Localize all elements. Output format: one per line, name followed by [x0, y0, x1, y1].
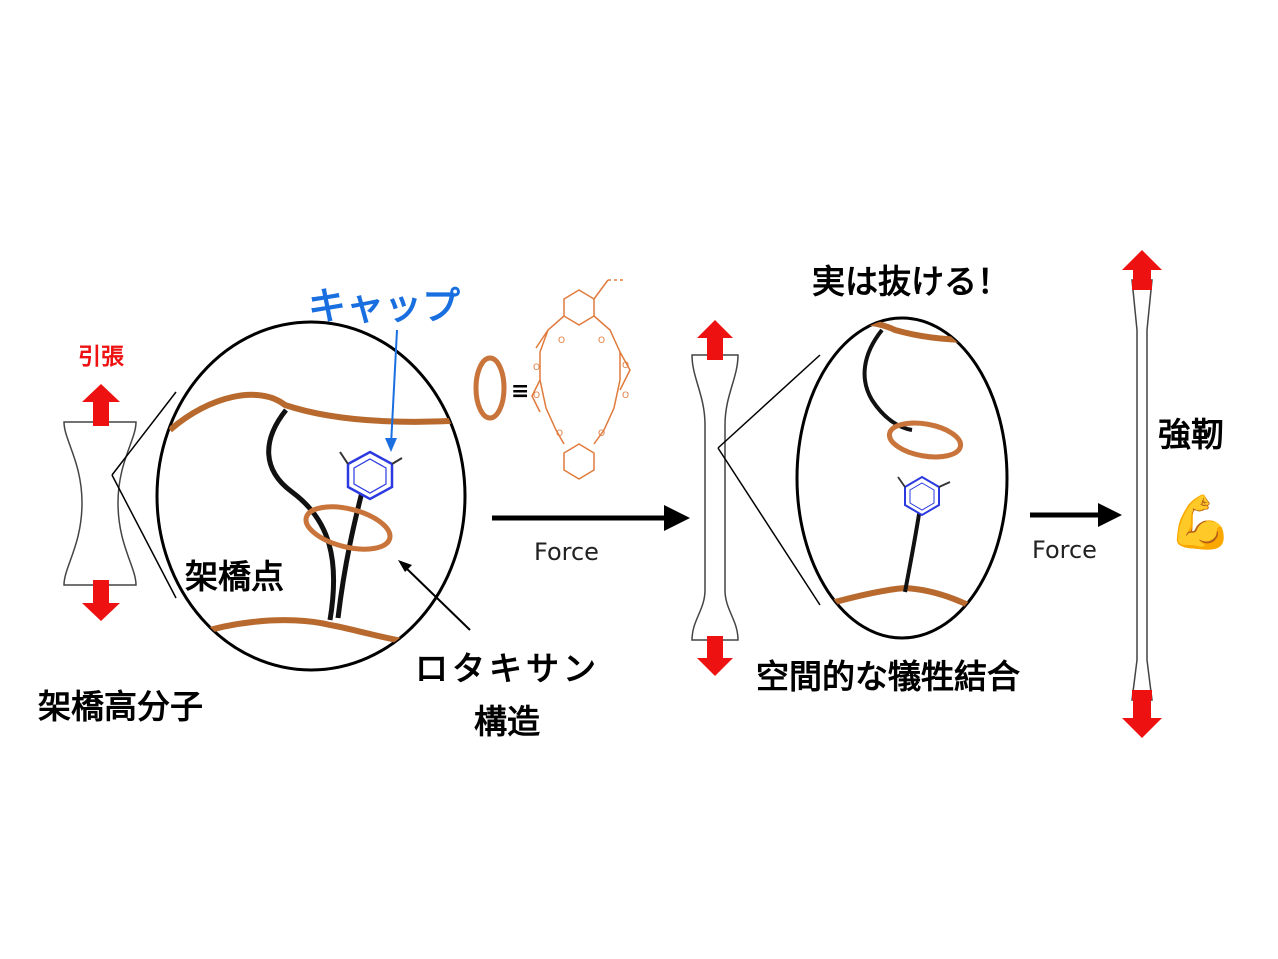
- equiv-symbol: ≡: [511, 379, 529, 404]
- flexed-biceps-icon: 💪: [1168, 492, 1233, 553]
- double-headed-red-arrow-icon: [697, 320, 733, 676]
- svg-text:O: O: [556, 429, 563, 439]
- macrocycle-structure-inset: ≡ O O O O O O O O: [473, 279, 631, 480]
- zoom-line: [111, 474, 177, 599]
- zoom-line: [717, 354, 821, 449]
- rotaxane-label-line1: ロタキサン: [415, 649, 600, 688]
- svg-text:O: O: [533, 391, 540, 401]
- benzene-ring-icon: [897, 475, 951, 517]
- right-specimen: [1122, 250, 1162, 738]
- left-magnified-view: [155, 320, 467, 672]
- macrocycle-ring-icon: [886, 420, 964, 460]
- spatial-sacrificial-bond-label: 空間的な犠牲結合: [756, 657, 1020, 696]
- benzene-ring-icon: [339, 450, 403, 501]
- double-headed-red-arrow-icon: [1122, 250, 1162, 738]
- left-specimen: 引張: [63, 344, 137, 621]
- right-magnified-view: [795, 316, 1009, 640]
- force-arrow-1: [492, 505, 690, 531]
- tough-label: 強靭: [1158, 415, 1224, 454]
- svg-text:O: O: [622, 391, 629, 401]
- zoom-line: [717, 447, 821, 606]
- force-label-1: Force: [534, 538, 599, 566]
- svg-text:O: O: [558, 336, 565, 346]
- zoom-line: [111, 391, 177, 476]
- double-headed-red-arrow-icon: [82, 384, 120, 621]
- crosslinked-polymer-label: 架橋高分子: [38, 687, 203, 726]
- force-label-2: Force: [1032, 536, 1097, 564]
- middle-specimen: [691, 320, 739, 676]
- macrocycle-ring-icon: [303, 504, 393, 552]
- cap-pointer-arrow: [385, 329, 398, 452]
- svg-text:O: O: [533, 363, 540, 373]
- actually-slips-label: 実は抜ける！: [812, 262, 1010, 301]
- svg-text:O: O: [598, 336, 605, 346]
- rotaxane-label-line2: 構造: [474, 702, 540, 741]
- force-arrow-2: [1030, 503, 1122, 527]
- tension-label: 引張: [78, 344, 125, 370]
- cap-label: キャップ: [308, 284, 460, 328]
- crosslink-point-label: 架橋点: [185, 557, 284, 596]
- rotaxane-pointer-arrow: [398, 560, 471, 631]
- svg-text:O: O: [622, 361, 629, 371]
- ring-symbol-icon: [473, 355, 507, 421]
- svg-text:O: O: [598, 429, 605, 439]
